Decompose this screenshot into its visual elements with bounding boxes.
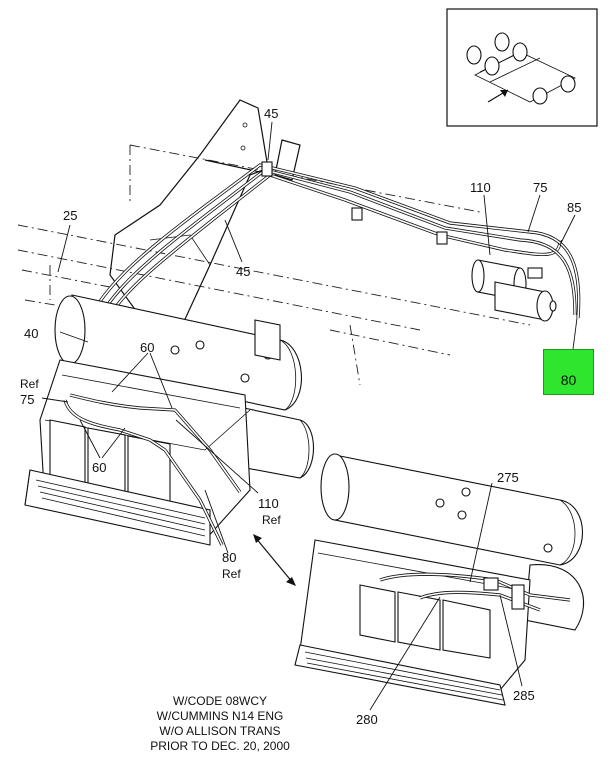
frame-rail-phantom	[17, 144, 531, 386]
footer-line-2: W/CUMMINS N14 ENG	[156, 709, 284, 723]
footer-line-1: W/CODE 08WCY	[172, 694, 267, 708]
callout-45-lower: 45	[236, 264, 250, 279]
callout-75-ref: 75	[20, 392, 34, 407]
callout-75: 75	[533, 180, 547, 195]
view-link-arrow	[253, 534, 296, 586]
solenoid-assembly	[471, 259, 557, 322]
footer-line-4: PRIOR TO DEC. 20, 2000	[150, 739, 290, 753]
callout-285: 285	[513, 688, 535, 703]
callout-275: 275	[497, 470, 519, 485]
callout-25: 25	[63, 208, 77, 223]
callout-85: 85	[567, 200, 581, 215]
callout-ref-75: Ref	[20, 377, 39, 391]
battery-cables-left	[63, 393, 242, 546]
callout-ref-110: Ref	[262, 513, 281, 527]
callout-60-lower: 60	[92, 460, 106, 475]
lower-air-tank	[229, 404, 315, 479]
callout-80-ref: 80	[222, 550, 236, 565]
callout-40: 40	[24, 326, 38, 341]
callout-60-upper: 60	[140, 340, 154, 355]
callout-110: 110	[470, 180, 491, 195]
callout-280: 280	[356, 712, 378, 727]
highlighted-callout-80-label: 80	[560, 372, 577, 388]
callout-45-top: 45	[264, 106, 278, 121]
leader-lines	[41, 121, 578, 711]
callout-110-ref: 110	[258, 496, 279, 511]
footer-line-3: W/O ALLISON TRANS	[159, 724, 281, 738]
upper-air-tank	[54, 294, 302, 411]
callout-labels: 45 45 25 110 75 85 40 60 Ref 75 60 110 R…	[20, 106, 581, 727]
applicability-note: W/CODE 08WCY W/CUMMINS N14 ENG W/O ALLIS…	[130, 694, 310, 754]
locator-inset	[446, 8, 598, 127]
callout-ref-80: Ref	[222, 567, 241, 581]
zoom-view-right	[294, 453, 584, 706]
highlighted-callout-80[interactable]: 80	[543, 349, 594, 395]
